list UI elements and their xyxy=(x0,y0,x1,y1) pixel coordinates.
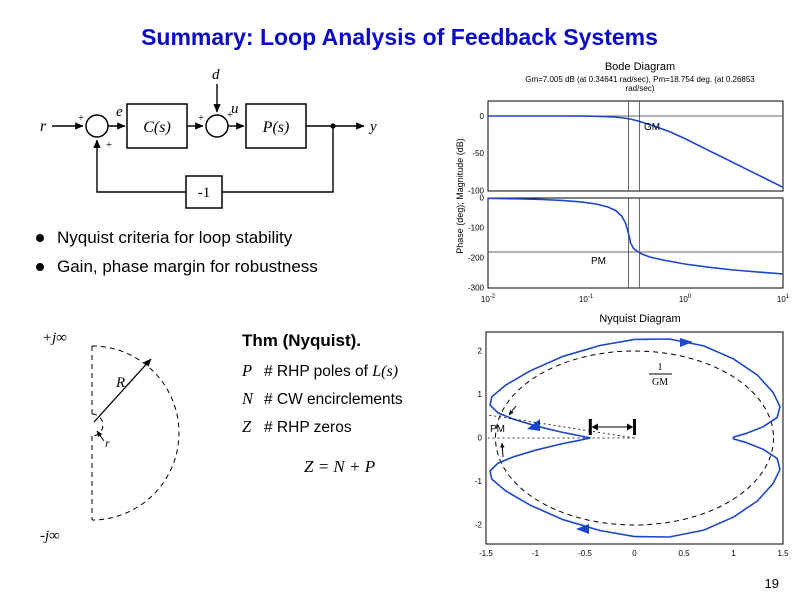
radius-R-arrow xyxy=(93,358,152,423)
x-tick-label: 0.5 xyxy=(678,549,690,558)
mag-y-tick-label: -100 xyxy=(468,187,485,196)
slide-title: Summary: Loop Analysis of Feedback Syste… xyxy=(141,24,658,50)
y-tick-label: 2 xyxy=(478,347,483,356)
nyquist-diagram: Nyquist Diagram 1 GM PM 2 1 0 -1 -2 -1.5… xyxy=(475,313,789,558)
theorem-equation: Z = N + P xyxy=(304,457,376,476)
minus-j-infinity-label: -j∞ xyxy=(40,528,60,544)
nyquist-plot-box xyxy=(485,331,784,545)
theorem-line-n: N # CW encirclements xyxy=(242,389,457,409)
input-r-label: r xyxy=(40,118,47,135)
bode-title: Bode Diagram xyxy=(605,61,675,73)
small-r-label: r xyxy=(105,436,110,450)
summing-junction-2 xyxy=(205,114,229,138)
bullet-item: Gain, phase margin for robustness xyxy=(36,257,318,277)
gm-arrow-left xyxy=(591,423,598,431)
pm-label: PM xyxy=(591,256,606,267)
x-tick-label: 10-1 xyxy=(579,294,594,304)
theorem-title: Thm (Nyquist). xyxy=(242,331,361,350)
pm-label: PM xyxy=(490,424,505,435)
phase-y-tick-label: -200 xyxy=(468,254,485,263)
sum2-plus-left: + xyxy=(198,112,204,124)
nyquist-theorem: Thm (Nyquist). P # RHP poles of L(s) N # C… xyxy=(242,331,457,477)
feedback-gain-label: -1 xyxy=(198,185,211,201)
unit-circle-dashed xyxy=(495,350,774,526)
symbol-Z: Z xyxy=(242,417,252,436)
contour-large-semicircle xyxy=(91,345,180,521)
output-y-label: y xyxy=(368,119,377,135)
gm-fraction-numerator: 1 xyxy=(658,362,663,373)
curve-arrowhead xyxy=(527,419,540,431)
phase-y-tick-label: -300 xyxy=(468,284,485,293)
sum1-plus-left: + xyxy=(78,112,84,124)
bullet-text: Gain, phase margin for robustness xyxy=(57,257,318,276)
plus-j-infinity-label: +j∞ xyxy=(42,330,67,346)
bode-subtitle-line1: Gm=7.005 dB (at 0.34641 rad/sec), Pm=18.… xyxy=(525,75,755,84)
plant-box xyxy=(245,103,307,149)
x-tick-label: 1 xyxy=(731,549,736,558)
curve-arrowhead xyxy=(576,524,589,534)
nyquist-title: Nyquist Diagram xyxy=(599,313,680,325)
gm-arrow-right xyxy=(627,423,634,431)
x-tick-label: -1.5 xyxy=(479,549,493,558)
theorem-line-p: P # RHP poles of L(s) xyxy=(242,361,457,381)
feedback-block-diagram: r + + e C(s) d + + u P(s) y -1 xyxy=(40,67,377,209)
x-tick-label: 101 xyxy=(777,294,790,304)
y-tick-label: -1 xyxy=(475,477,483,486)
math-L-of-s: L(s) xyxy=(372,363,399,380)
feedback-wire-left xyxy=(93,139,186,193)
bullet-text: Nyquist criteria for loop stability xyxy=(57,228,293,247)
sum2-plus-top: + xyxy=(227,109,233,121)
mag-y-tick-label: -50 xyxy=(472,149,484,158)
x-tick-label: -1 xyxy=(532,549,540,558)
gm-label: GM xyxy=(644,122,660,133)
pm-arrow-upper xyxy=(508,405,517,416)
controller-label: C(s) xyxy=(143,119,171,136)
bode-subtitle-line2: rad/sec) xyxy=(626,84,655,93)
phase-y-tick-label: 0 xyxy=(480,194,485,203)
x-tick-label: 100 xyxy=(679,294,692,304)
symbol-P: P xyxy=(242,361,253,380)
theorem-line-z: Z # RHP zeros xyxy=(242,417,457,437)
phase-y-tick-label: -100 xyxy=(468,224,485,233)
error-e-label: e xyxy=(116,104,123,120)
contour-small-indent xyxy=(91,413,104,437)
magnitude-plot-box xyxy=(487,100,784,192)
bode-diagram: Bode Diagram Gm=7.005 dB (at 0.34641 rad… xyxy=(455,61,790,304)
nyquist-contour-sketch: +j∞ -j∞ R r xyxy=(40,330,180,544)
disturbance-d-label: d xyxy=(212,67,220,83)
mag-y-tick-label: 0 xyxy=(480,112,485,121)
y-tick-label: 0 xyxy=(478,434,483,443)
y-tick-label: -2 xyxy=(475,520,483,529)
bullet-item: Nyquist criteria for loop stability xyxy=(36,228,318,248)
bode-y-axis-label: Phase (deg); Magnitude (dB) xyxy=(455,138,465,254)
x-tick-label: 1.5 xyxy=(777,549,789,558)
gm-fraction-denominator: GM xyxy=(652,377,668,388)
feedback-wire-right xyxy=(222,126,334,193)
y-tick-label: 1 xyxy=(478,390,483,399)
nyquist-curve xyxy=(489,338,781,538)
x-tick-label: 10-2 xyxy=(481,294,496,304)
bullet-dot xyxy=(36,263,44,271)
magnitude-curve xyxy=(488,115,784,189)
bullet-dot xyxy=(36,234,44,242)
x-tick-label: -0.5 xyxy=(578,549,592,558)
pm-arrow-lower xyxy=(500,442,505,458)
line-text: # CW encirclements xyxy=(264,391,403,408)
bullet-list: Nyquist criteria for loop stability Gain… xyxy=(36,228,318,286)
small-r-arrow xyxy=(96,430,105,442)
page-number: 19 xyxy=(764,576,779,591)
plant-label: P(s) xyxy=(262,119,290,136)
line-text: # RHP poles of xyxy=(264,363,373,380)
x-tick-label: 0 xyxy=(632,549,637,558)
phase-curve xyxy=(487,197,784,275)
summing-junction-1 xyxy=(85,114,109,138)
curve-arrowhead xyxy=(680,338,693,347)
control-u-label: u xyxy=(231,101,239,117)
feedback-gain-box xyxy=(185,175,223,209)
line-text: # RHP zeros xyxy=(264,419,352,436)
sum1-plus-bottom: + xyxy=(106,139,112,151)
radius-R-label: R xyxy=(115,375,125,391)
phase-plot-box xyxy=(487,197,784,289)
symbol-N: N xyxy=(242,389,254,408)
